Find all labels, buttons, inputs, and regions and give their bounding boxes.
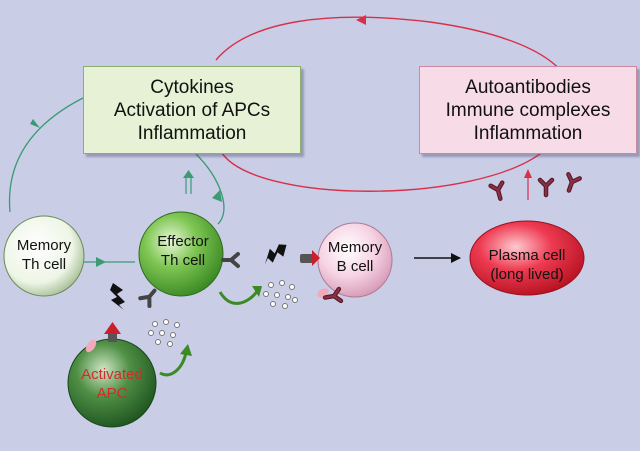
apc-antigen-icon	[85, 339, 97, 353]
cytokines-line-3: Inflammation	[137, 122, 247, 144]
apc-curved-arrow	[159, 351, 188, 377]
signal-bolt-icon	[260, 242, 291, 266]
receptor-icon	[138, 284, 162, 308]
effector-th-line-1: Effector	[157, 233, 209, 250]
memory-th-cell-label: Memory Th cell	[3, 236, 85, 274]
effector-th-line-2: Th cell	[160, 252, 206, 269]
memory-th-cell	[3, 215, 85, 297]
green-loop-right	[195, 153, 225, 225]
memory-b-cell-label: Memory B cell	[318, 238, 392, 276]
red-loop-arrowhead	[356, 15, 366, 25]
cytokines-line-2: Activation of APCs	[113, 99, 271, 121]
plasma-line-1: Plasma cell	[488, 247, 566, 264]
memory-b-line-1: Memory	[327, 239, 383, 256]
plasma-line-2: (long lived)	[490, 266, 564, 283]
curved-secretion-arrow	[218, 289, 260, 305]
memory-th-line-1: Memory	[16, 237, 72, 254]
autoantibodies-line-3: Inflammation	[473, 122, 583, 144]
cytokines-line-1: Cytokines	[150, 76, 234, 98]
plasma-cell-label: Plasma cell (long lived)	[468, 246, 586, 284]
effector-th-cell-label: Effector Th cell	[140, 232, 226, 270]
antibody-icon	[491, 183, 506, 201]
memory-th-line-2: Th cell	[21, 256, 67, 273]
green-arrowhead-right	[212, 190, 222, 202]
apc-line-2: APC	[96, 385, 128, 402]
activated-apc-label: Activated APC	[68, 365, 156, 403]
autoantibodies-line-2: Immune complexes	[445, 99, 611, 121]
apc-cytokine-dots	[148, 319, 180, 347]
green-arrowhead-left	[30, 119, 40, 128]
green-loop-left	[8, 97, 84, 213]
cytokines-box: Cytokines Activation of APCs Inflammatio…	[83, 66, 301, 154]
cytokine-dots	[263, 280, 298, 309]
b-cell-receptor-icon	[300, 250, 320, 266]
apc-receptor-icon	[104, 322, 121, 342]
autoantibodies-box: Autoantibodies Immune complexes Inflamma…	[419, 66, 637, 154]
apc-line-1: Activated	[81, 366, 143, 383]
signal-bolt-icon	[110, 283, 125, 310]
antibody-icon	[540, 180, 552, 195]
red-up-arrow	[524, 169, 532, 200]
memory-b-line-2: B cell	[336, 258, 374, 275]
b-cell-antibody-receptor-icon	[317, 287, 341, 304]
plasma-cell	[469, 220, 585, 296]
green-up-arrows	[183, 170, 194, 194]
autoantibodies-line-1: Autoantibodies	[465, 76, 591, 98]
antibody-icon	[563, 174, 579, 192]
effector-th-cell	[138, 211, 224, 297]
